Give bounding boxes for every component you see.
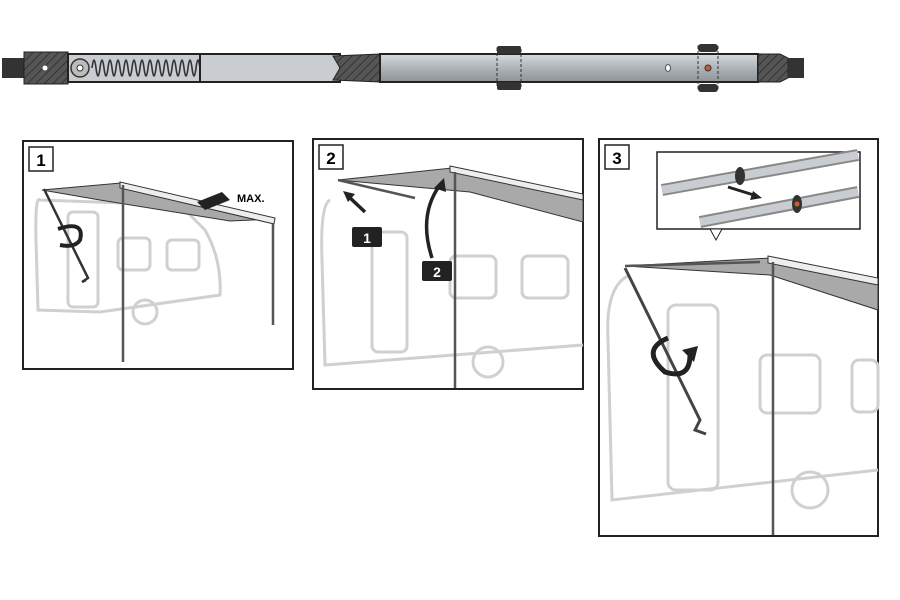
- arrow-right-icon: [197, 192, 230, 210]
- callout-label: 2: [433, 264, 441, 280]
- tension-rod: [337, 178, 416, 200]
- step-number: 3: [612, 149, 621, 168]
- rotate-arrow-icon: [57, 224, 83, 248]
- curved-arrow-icon: [424, 183, 442, 259]
- step-number: 2: [326, 149, 335, 168]
- awning-fabric: [41, 182, 276, 222]
- step-1-panel: 1 MAX.: [22, 140, 294, 370]
- callout-label: 1: [363, 230, 371, 246]
- caravan-outline: [606, 273, 880, 510]
- locking-pin: [704, 64, 712, 72]
- tension-rod-cross-section: [2, 44, 804, 92]
- awning-fabric: [337, 167, 584, 223]
- crank-handle: [42, 188, 90, 284]
- callout-badge: [352, 227, 382, 247]
- step-2-panel: 2 1 2: [312, 138, 584, 390]
- crank-handle: [623, 267, 707, 436]
- rotate-arrow-icon: [650, 335, 693, 377]
- detail-inset: [656, 149, 861, 242]
- max-label: MAX.: [237, 193, 265, 205]
- caravan-outline: [34, 198, 222, 326]
- callout-badge: [422, 261, 452, 281]
- caravan-outline: [320, 198, 584, 379]
- step-number: 1: [36, 151, 45, 170]
- step-number-badge: [28, 146, 54, 172]
- step-3-panel: 3: [598, 138, 880, 537]
